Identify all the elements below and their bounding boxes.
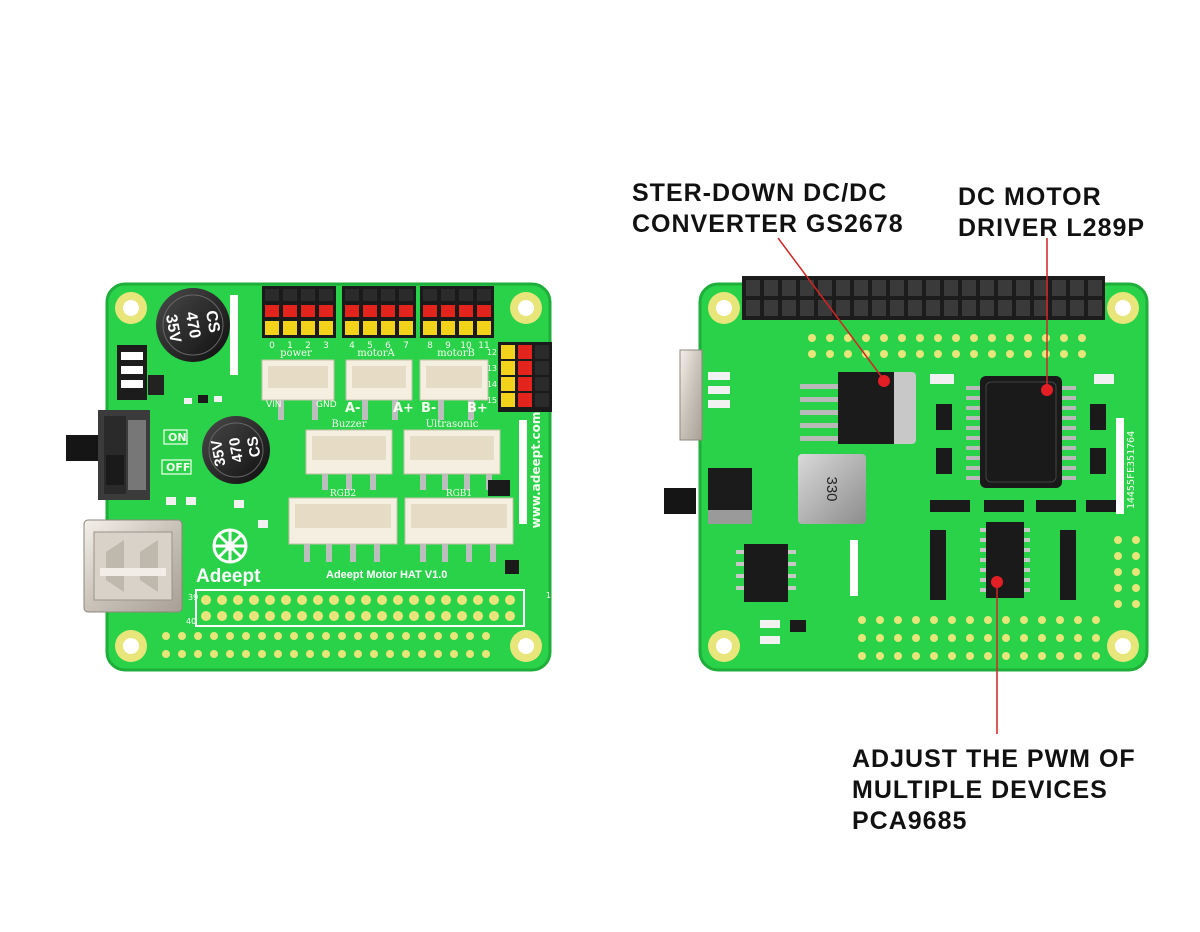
power-vin-label: VIN <box>266 400 282 410</box>
switch-on-label: ON <box>168 431 187 444</box>
back-silkscreen <box>850 418 1124 596</box>
pin-label-11: 11 <box>478 341 489 351</box>
usb-port-back <box>679 349 703 441</box>
pin-label-15: 15 <box>487 396 497 405</box>
pin-label-6: 6 <box>385 341 391 351</box>
group-label-power: power <box>280 348 312 359</box>
callout-pca9685: ADJUST THE PWM OF MULTIPLE DEVICES PCA96… <box>852 744 1136 837</box>
sensor-connectors: Buzzer Ultrasonic <box>305 419 501 490</box>
back-pcb <box>698 282 1149 672</box>
marker-gs2678 <box>878 375 890 387</box>
brand-label: Adeept <box>196 566 261 587</box>
callout-l298p-line1: DC MOTOR <box>958 183 1102 211</box>
capacitor-top-line3: 35V <box>162 313 184 344</box>
pin-label-2: 2 <box>305 341 311 351</box>
power-gnd-label: GND <box>316 400 337 410</box>
pin-label-9: 9 <box>445 341 451 351</box>
pin-label-14: 14 <box>487 380 497 389</box>
callout-pca9685-line2: MULTIPLE DEVICES <box>852 776 1108 804</box>
callout-pointers <box>777 237 1053 734</box>
callout-gs2678-line2: CONVERTER GS2678 <box>632 210 904 238</box>
pin-label-7: 7 <box>403 341 409 351</box>
callout-line-gs2678 <box>777 237 885 381</box>
capacitor-mid-line1: 35V <box>208 438 229 467</box>
serial-label: 14455FE351764 <box>1126 431 1137 509</box>
callout-pca9685-line3: PCA9685 <box>852 807 968 835</box>
pin-label-12: 12 <box>487 348 497 357</box>
front-led-block <box>117 345 164 400</box>
back-diode <box>664 468 752 524</box>
servo-pin-headers: 0 1 2 3 4 5 6 7 8 9 10 11 power motorA m… <box>262 286 494 359</box>
pin-label-10: 10 <box>460 341 472 351</box>
website-label: www.adeept.com <box>529 412 543 529</box>
pin-label-4: 4 <box>349 341 355 351</box>
header-pin1-label: 1 <box>546 591 551 600</box>
marker-l298p <box>1041 384 1053 396</box>
callout-l298p: DC MOTOR DRIVER L289P <box>958 182 1145 244</box>
pin-label-3: 3 <box>323 341 329 351</box>
electrolytic-capacitor-mid: 35V 470 CS <box>202 416 270 484</box>
pin-label-13: 13 <box>487 364 497 373</box>
l298p-driver <box>966 376 1076 488</box>
back-solder-pads <box>808 334 1086 358</box>
side-pin-headers: 12 13 14 15 <box>487 342 552 412</box>
front-smd-components <box>166 395 519 574</box>
callout-gs2678-line1: STER-DOWN DC/DC <box>632 179 888 207</box>
back-mounting-holes <box>708 292 1139 662</box>
product-label: Adeept Motor HAT V1.0 <box>326 569 447 581</box>
callout-gs2678: STER-DOWN DC/DC CONVERTER GS2678 <box>632 178 904 240</box>
power-switch: ON OFF <box>66 410 192 500</box>
group-label-motor-a: motorA <box>357 348 395 359</box>
back-smd-components <box>708 372 1116 644</box>
pin-label-5: 5 <box>367 341 373 351</box>
pin-label-8: 8 <box>427 341 433 351</box>
switch-off-label: OFF <box>166 461 190 474</box>
gs2678-regulator <box>800 372 916 444</box>
inductor-label: 330 <box>823 476 840 501</box>
header-outline <box>195 589 525 627</box>
rgb2-label: RGB2 <box>330 489 356 499</box>
front-mounting-holes <box>115 292 542 662</box>
front-header-holes <box>162 595 515 658</box>
marker-pca9685 <box>991 576 1003 588</box>
pca9685-chip <box>980 522 1030 598</box>
capacitor-mid-line3: CS <box>244 435 264 458</box>
motor-b-plus-label: B+ <box>467 401 488 416</box>
back-gpio-header <box>742 276 1105 320</box>
buzzer-label: Buzzer <box>331 419 366 430</box>
rgb-connectors: RGB2 RGB1 <box>288 489 514 562</box>
capacitor-top-line2: 470 <box>182 310 203 339</box>
rgb1-label: RGB1 <box>446 489 472 499</box>
back-board: 330 14455FE351 <box>664 237 1149 734</box>
motor-b-minus-label: B- <box>421 401 436 416</box>
terminal-connectors-top: VIN GND A- A+ B- B+ <box>261 359 489 420</box>
inductor: 330 <box>798 454 866 524</box>
pin-label-1: 1 <box>287 341 293 351</box>
capacitor-mid-line2: 470 <box>226 436 247 464</box>
header-pin40-label: 40 <box>186 617 196 626</box>
capacitor-top-line1: CS <box>202 309 223 334</box>
header-pin39-label: 39 <box>188 593 198 602</box>
motor-a-plus-label: A+ <box>393 401 414 416</box>
silkscreen-box <box>519 420 527 524</box>
usb-port-front <box>83 519 183 613</box>
back-secondary-ic <box>736 544 796 602</box>
back-lower-pads <box>858 536 1140 660</box>
ultrasonic-label: Ultrasonic <box>426 419 479 430</box>
adeept-logo <box>212 528 248 564</box>
electrolytic-capacitor-top: CS 470 35V <box>156 288 238 375</box>
pin-label-0: 0 <box>269 341 275 351</box>
callout-pca9685-line1: ADJUST THE PWM OF <box>852 745 1136 773</box>
group-label-motor-b: motorB <box>437 348 475 359</box>
motor-a-minus-label: A- <box>345 401 360 416</box>
callout-l298p-line2: DRIVER L289P <box>958 214 1146 242</box>
front-board: CS 470 35V <box>66 282 552 672</box>
